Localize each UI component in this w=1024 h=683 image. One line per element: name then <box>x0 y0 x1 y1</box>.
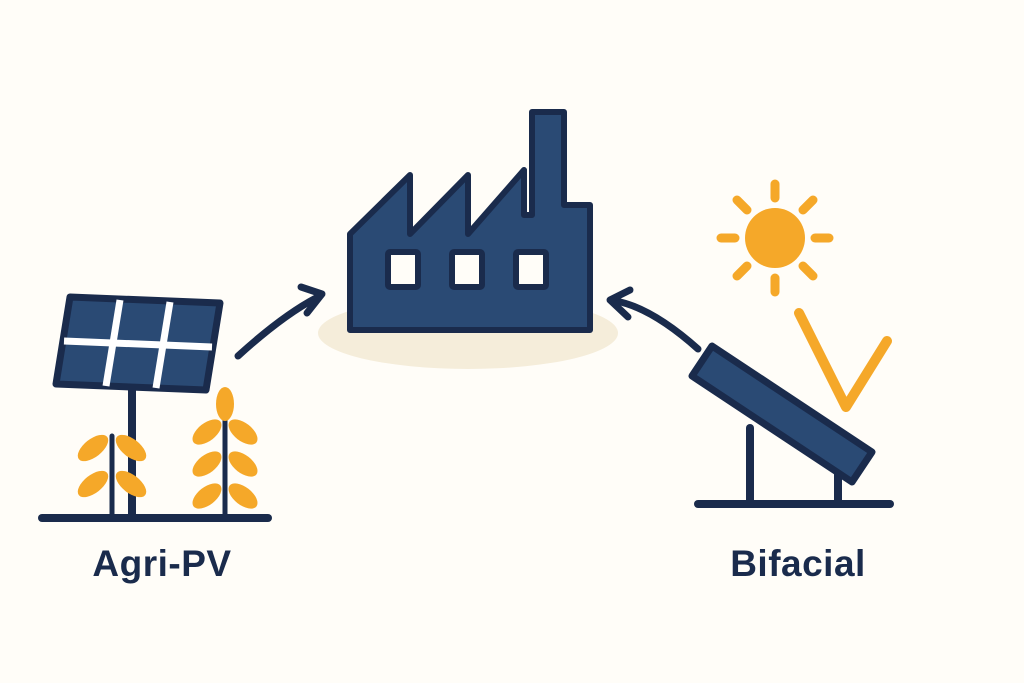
tilted-panel-face <box>688 342 876 486</box>
arrow-head <box>606 286 634 321</box>
factory-icon <box>347 109 593 333</box>
bifacial-panel-icon <box>688 342 894 508</box>
factory-window <box>449 249 485 290</box>
factory-window <box>385 249 421 290</box>
bifacial-to-factory-arrow <box>606 286 702 353</box>
agri-pv-label: Agri-PV <box>92 543 232 584</box>
factory-body <box>347 109 593 333</box>
arrow-head <box>297 283 326 317</box>
arrow-shaft <box>234 294 320 360</box>
wheat-icon <box>192 387 258 519</box>
agripv-to-factory-arrow <box>234 283 326 360</box>
wheat-icon <box>77 433 147 519</box>
sun-rays <box>716 179 834 297</box>
sun-icon <box>716 179 834 297</box>
bifacial-label: Bifacial <box>730 543 866 584</box>
arrow-shaft <box>612 297 702 353</box>
solar-panel-grid <box>63 299 213 389</box>
reflection-ray-icon <box>794 308 892 412</box>
agri-pv-icon <box>38 293 272 522</box>
factory-window <box>513 249 549 290</box>
